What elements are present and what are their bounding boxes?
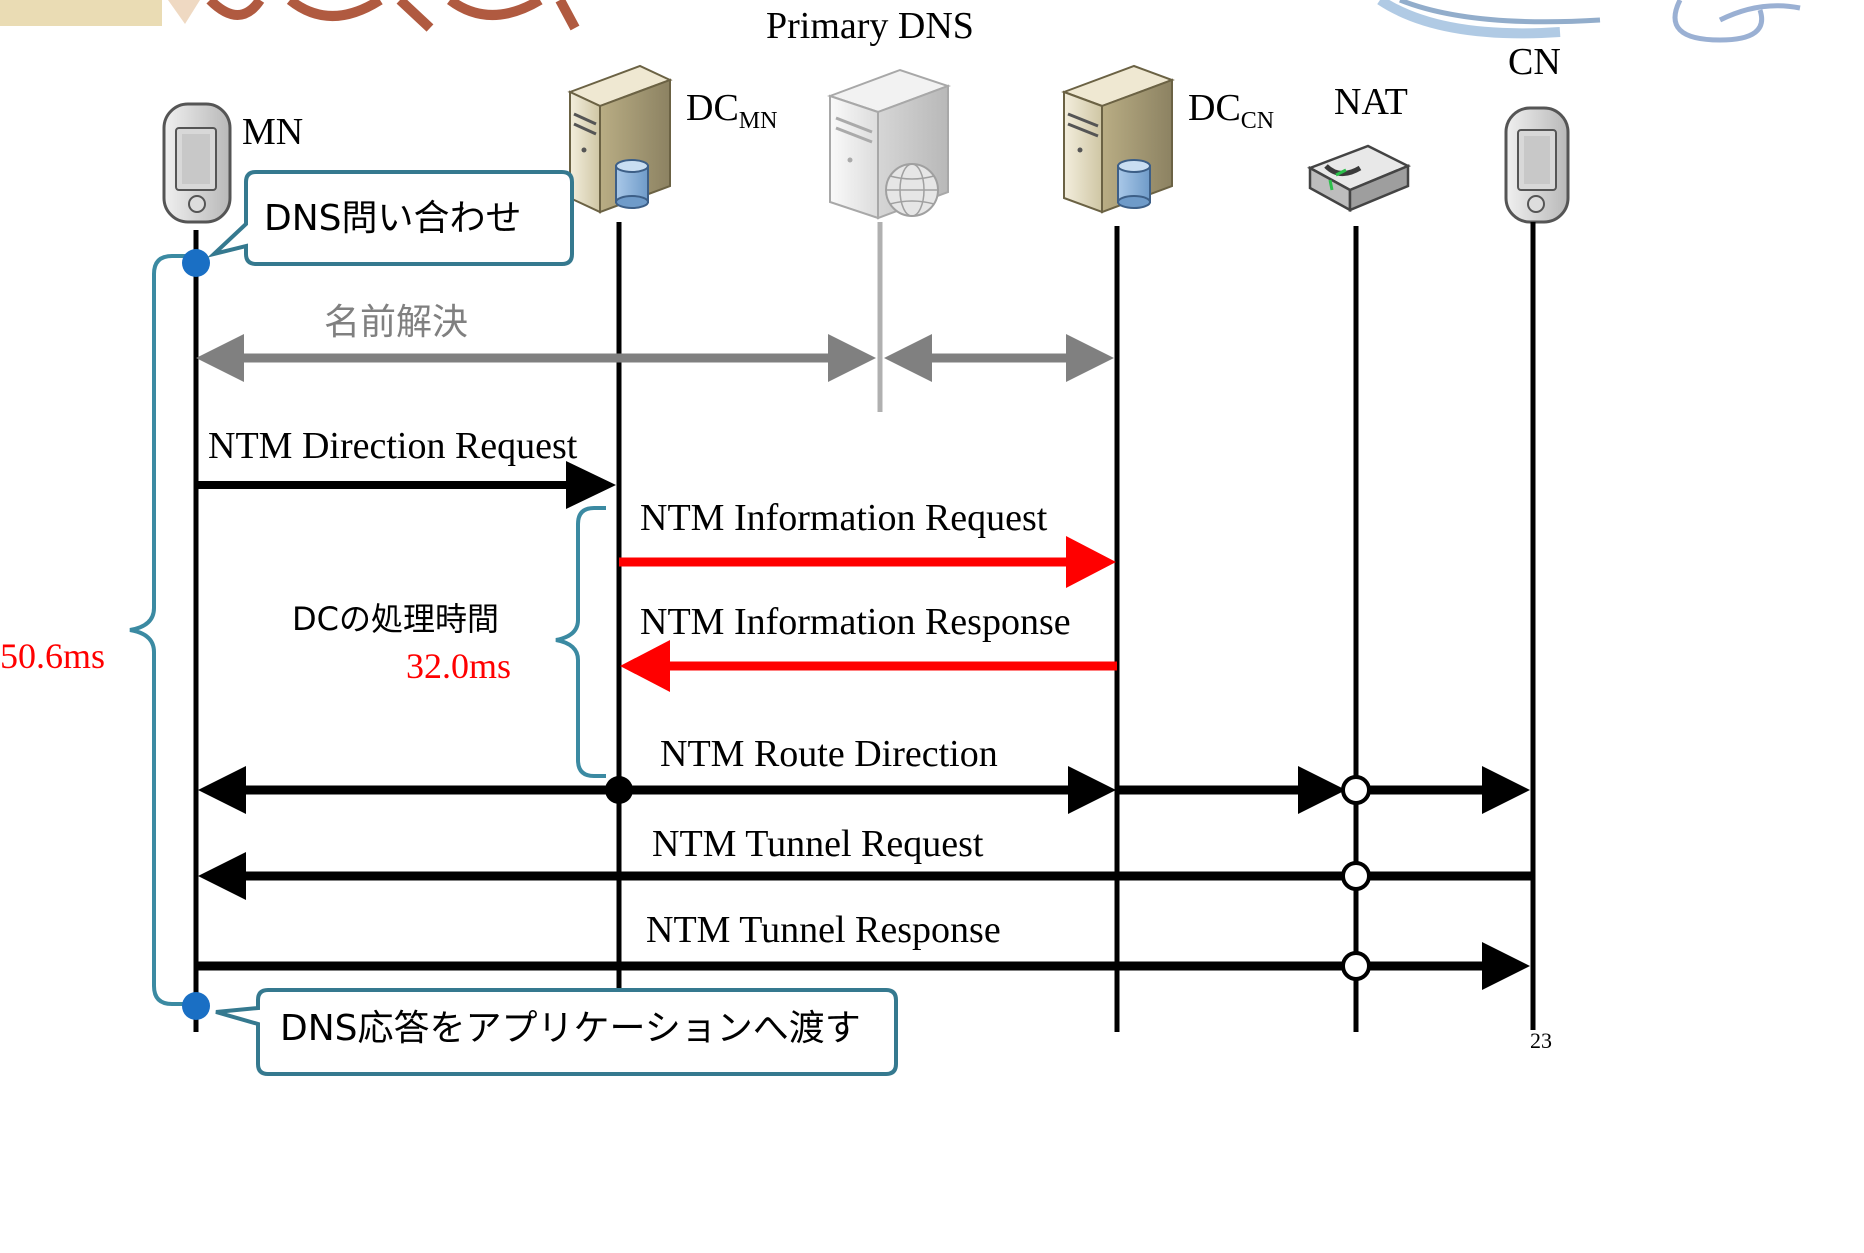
- dns-response-callout: DNS応答をアプリケーションへ渡す: [215, 988, 898, 1076]
- mn-label: MN: [242, 111, 303, 153]
- ntm-information-request-label: NTM Information Request: [640, 497, 1048, 539]
- page-number: 23: [1530, 1028, 1552, 1053]
- nat-label: NAT: [1334, 81, 1408, 123]
- primary-dns-server-icon: [826, 68, 952, 220]
- ntm-tunnel-request-label: NTM Tunnel Request: [652, 823, 984, 865]
- mn-phone-icon: [162, 102, 232, 224]
- dc-processing-bracket: [555, 506, 606, 778]
- nat-router-icon: [1307, 144, 1412, 213]
- dns-query-text: DNS問い合わせ: [264, 198, 522, 239]
- dc-processing-label: DCの処理時間: [292, 600, 499, 638]
- header-decoration: [0, 0, 1801, 43]
- dc-processing-time: 32.0ms: [406, 646, 511, 686]
- name-resolution-arrow-right: [884, 334, 1114, 382]
- ntm-direction-request-label: NTM Direction Request: [208, 425, 578, 467]
- name-resolution-arrow-left: [196, 334, 876, 382]
- dns-response-marker: [182, 992, 210, 1020]
- dc-mn-label: DCMN: [686, 87, 777, 134]
- dns-query-marker: [182, 249, 210, 277]
- ntm-information-response-arrow: [620, 640, 1117, 692]
- dc-cn-server-icon: [1061, 64, 1175, 214]
- dns-query-callout: DNS問い合わせ: [207, 170, 574, 266]
- ntm-information-response-label: NTM Information Response: [640, 601, 1071, 643]
- primary-dns-label: Primary DNS: [766, 5, 974, 47]
- cn-label: CN: [1508, 41, 1561, 83]
- ntm-information-request-arrow: [619, 536, 1116, 588]
- ntm-direction-request-arrow: [196, 461, 616, 509]
- dc-cn-label: DCCN: [1188, 87, 1274, 134]
- cn-phone-icon: [1504, 106, 1570, 224]
- ntm-route-direction-label: NTM Route Direction: [660, 733, 998, 775]
- total-time-label: 50.6ms: [0, 636, 105, 676]
- ntm-tunnel-response-arrow: [196, 942, 1530, 990]
- name-resolution-label: 名前解決: [324, 302, 468, 343]
- dc-mn-server-icon: [567, 64, 673, 214]
- ntm-tunnel-request-arrow: [198, 852, 1533, 900]
- ntm-route-direction-arrow: [198, 766, 1530, 814]
- dns-response-text: DNS応答をアプリケーションへ渡す: [280, 1008, 861, 1049]
- ntm-tunnel-response-label: NTM Tunnel Response: [646, 909, 1001, 951]
- total-time-bracket: [129, 254, 192, 1006]
